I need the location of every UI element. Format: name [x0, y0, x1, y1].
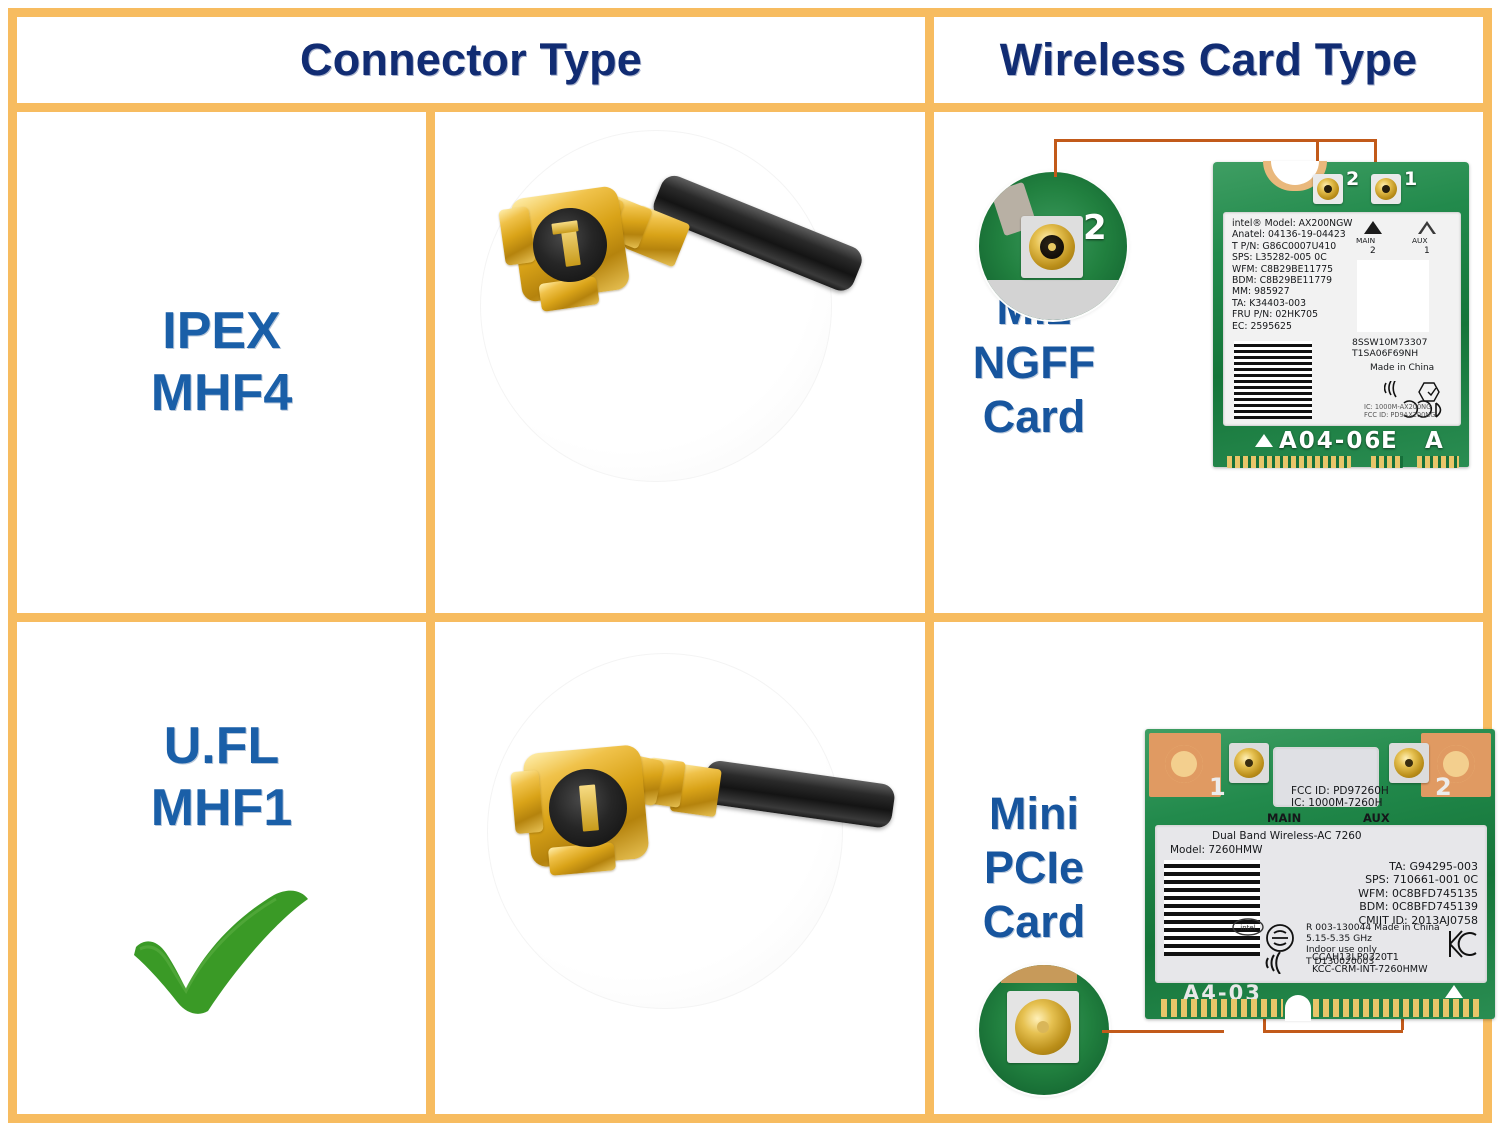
minipcie-antenna-port-2	[1389, 743, 1429, 783]
row-2-card-line3: Card	[982, 896, 1086, 947]
m2-datamatrix-icon	[1357, 260, 1429, 332]
row-1-leader-down-right	[1374, 139, 1377, 174]
minipcie-cert-marks	[1264, 924, 1310, 979]
column-divider-1	[426, 103, 435, 1114]
closeup-ufl-connector	[1007, 991, 1079, 1063]
row-1-leader-down-mid	[1316, 139, 1319, 174]
row-1-card-line2: NGFF	[972, 336, 1096, 388]
m2-qr-code-icon	[1234, 341, 1312, 419]
m2-gold-fingers-2	[1371, 456, 1403, 468]
svg-text:intel: intel	[1240, 924, 1255, 932]
minipcie-intel-logo-icon: intel	[1232, 918, 1264, 941]
m2-label-lines: intel® Model: AX200NGW Anatel: 04136-19-…	[1232, 218, 1353, 332]
row-1-connector-closeup: 2	[979, 172, 1127, 320]
m2-aux-number: 1	[1424, 246, 1430, 256]
row-2-card-line2: PCIe	[983, 842, 1085, 893]
green-check-icon	[122, 885, 322, 1020]
m2-cert-lines: IC: 1000M-AX200NG FCC ID: PD9AX200NG	[1364, 403, 1436, 419]
m2-product-label: intel® Model: AX200NGW Anatel: 04136-19-…	[1223, 212, 1461, 426]
row-1-card-line3: Card	[982, 390, 1086, 442]
row-2-leader-bottom-2	[1263, 1030, 1403, 1033]
minipcie-main-label: MAIN	[1267, 811, 1302, 825]
comparison-table: Connector Type Wireless Card Type IPEX M…	[8, 8, 1495, 1123]
m2-serial: 8SSW10M73307 T1SA06F69NH	[1352, 337, 1428, 359]
minipcie-gold-fingers-2	[1313, 999, 1479, 1017]
row-2-connector-photo	[487, 653, 897, 1009]
m2-antenna-port-1	[1371, 174, 1401, 204]
row-2-card-line1: Mini	[989, 788, 1079, 839]
header-connector-type: Connector Type	[17, 17, 925, 103]
m2-edge-part: A04-06	[1279, 428, 1383, 454]
minipcie-port-number-1: 1	[1209, 773, 1226, 801]
minipcie-right-lines: TA: G94295-003 SPS: 710661-001 0C WFM: 0…	[1358, 860, 1478, 927]
m2-key-e: E	[1381, 428, 1397, 454]
row-2-connector-line2: MHF1	[150, 778, 293, 837]
m2-aux-label: AUX	[1412, 236, 1428, 245]
m2-gold-fingers-3	[1417, 456, 1459, 468]
minipcie-card: 1 2 FCC ID: PD97260H IC: 1000M-7260H MAI…	[1145, 729, 1495, 1021]
minipcie-port-number-2: 2	[1435, 773, 1452, 801]
row-2-leader-bottom	[1102, 1030, 1224, 1033]
m2-key-a: A	[1425, 428, 1443, 454]
m2-aux-triangle-icon	[1418, 221, 1436, 234]
row-1-connector-line1: IPEX	[162, 302, 281, 361]
row-1-connector-line2: MHF4	[150, 363, 293, 422]
header-wireless-card-type-label: Wireless Card Type	[999, 34, 1418, 85]
column-divider-2	[925, 17, 934, 1114]
minipcie-qr-code-icon	[1164, 860, 1260, 956]
m2-main-number: 2	[1370, 246, 1376, 256]
row-1-connector-photo	[480, 130, 866, 482]
row-1-connector-label: IPEX MHF4	[17, 112, 426, 613]
header-connector-type-label: Connector Type	[300, 34, 642, 85]
m2-card: 2 1 intel® Model: AX200NGW Anatel: 04136…	[1213, 161, 1469, 468]
minipcie-kcc-lines: CCAH13LP0320T1 KCC-CRM-INT-7260HMW	[1312, 952, 1428, 975]
minipcie-fcc-lines: FCC ID: PD97260H IC: 1000M-7260H	[1291, 785, 1389, 809]
m2-port-number-1: 1	[1404, 168, 1418, 190]
kc-mark-icon	[1446, 927, 1480, 966]
row-2-connector-closeup	[979, 965, 1109, 1095]
m2-gold-fingers-1	[1227, 456, 1351, 468]
minipcie-antenna-port-1	[1229, 743, 1269, 783]
minipcie-gold-fingers-1	[1161, 999, 1283, 1017]
header-wireless-card-type: Wireless Card Type	[934, 17, 1483, 103]
minipcie-cert-lines: R 003-130044 Made in China 5.15-5.35 GHz…	[1306, 922, 1440, 967]
row-divider	[17, 613, 1483, 622]
row-2-connector-line1: U.FL	[163, 717, 280, 776]
m2-edge-triangle-icon	[1255, 434, 1273, 447]
row-2-card-label: Mini PCIe Card	[934, 622, 1134, 1114]
header-divider	[17, 103, 1483, 112]
m2-antenna-port-2	[1313, 174, 1343, 204]
row-1-leader-down-left	[1054, 139, 1057, 177]
pse-wifi-icons	[1265, 924, 1294, 975]
m2-main-triangle-icon	[1364, 221, 1382, 234]
closeup-mhf4-connector	[1021, 216, 1083, 278]
coax-cable	[701, 759, 897, 830]
minipcie-aux-label: AUX	[1363, 811, 1390, 825]
connector-latch-left	[510, 769, 544, 835]
connector-latch-bottom	[547, 842, 617, 876]
m2-port-number-2: 2	[1346, 168, 1360, 190]
row-2-connector-label: U.FL MHF1	[17, 622, 426, 1114]
row-1-leader-horizontal	[1054, 139, 1377, 142]
minipcie-product-label: Dual Band Wireless-AC 7260 Model: 7260HM…	[1155, 825, 1487, 983]
minipcie-edge-triangle-icon	[1445, 985, 1463, 998]
m2-origin: Made in China	[1370, 363, 1435, 373]
minipcie-shield	[1273, 747, 1379, 807]
m2-main-label: MAIN	[1356, 236, 1376, 245]
minipcie-product-line2: Model: 7260HMW	[1170, 844, 1263, 856]
minipcie-product-line1: Dual Band Wireless-AC 7260	[1212, 830, 1362, 842]
closeup-port-number: 2	[1083, 208, 1107, 248]
